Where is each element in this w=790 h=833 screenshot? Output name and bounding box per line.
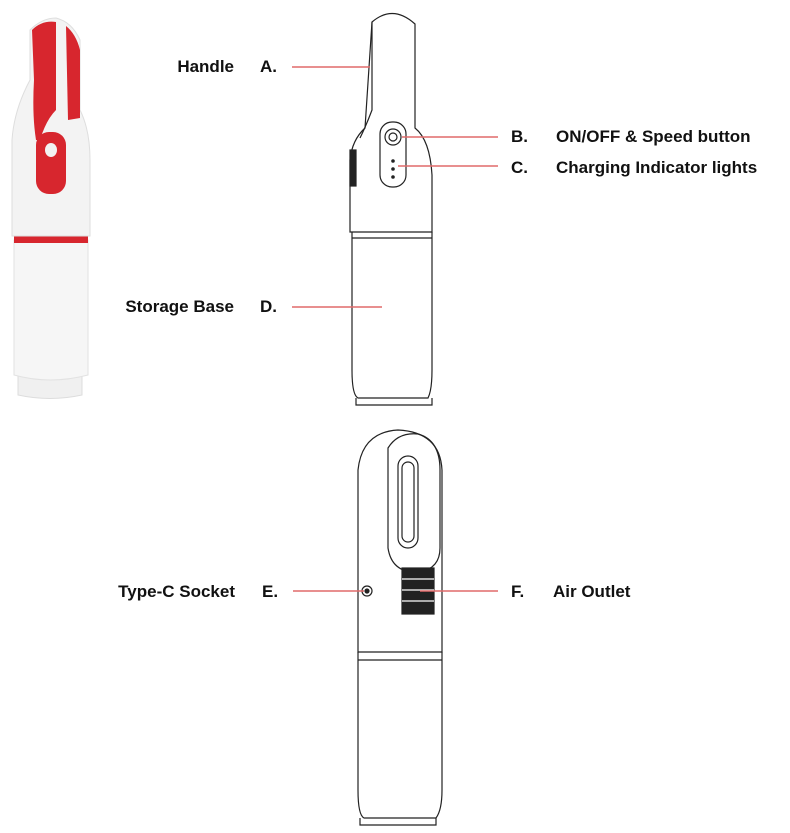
front-line-drawing (349, 12, 433, 406)
label-charging-indicator-lights: Charging Indicator lights (556, 158, 758, 177)
letter-f: F. (511, 582, 525, 601)
leader-lines (292, 66, 498, 592)
label-on-off-speed-button: ON/OFF & Speed button (556, 127, 751, 146)
product-photo (11, 17, 91, 399)
label-storage-base: Storage Base (125, 297, 234, 316)
label-handle: Handle (177, 57, 234, 76)
letter-e: E. (262, 582, 279, 601)
letter-d: D. (260, 297, 277, 316)
letter-b: B. (511, 127, 528, 146)
label-type-c-socket: Type-C Socket (118, 582, 235, 601)
rear-line-drawing (357, 429, 443, 826)
letter-c: C. (511, 158, 528, 177)
label-air-outlet: Air Outlet (553, 582, 631, 601)
letter-a: A. (260, 57, 277, 76)
